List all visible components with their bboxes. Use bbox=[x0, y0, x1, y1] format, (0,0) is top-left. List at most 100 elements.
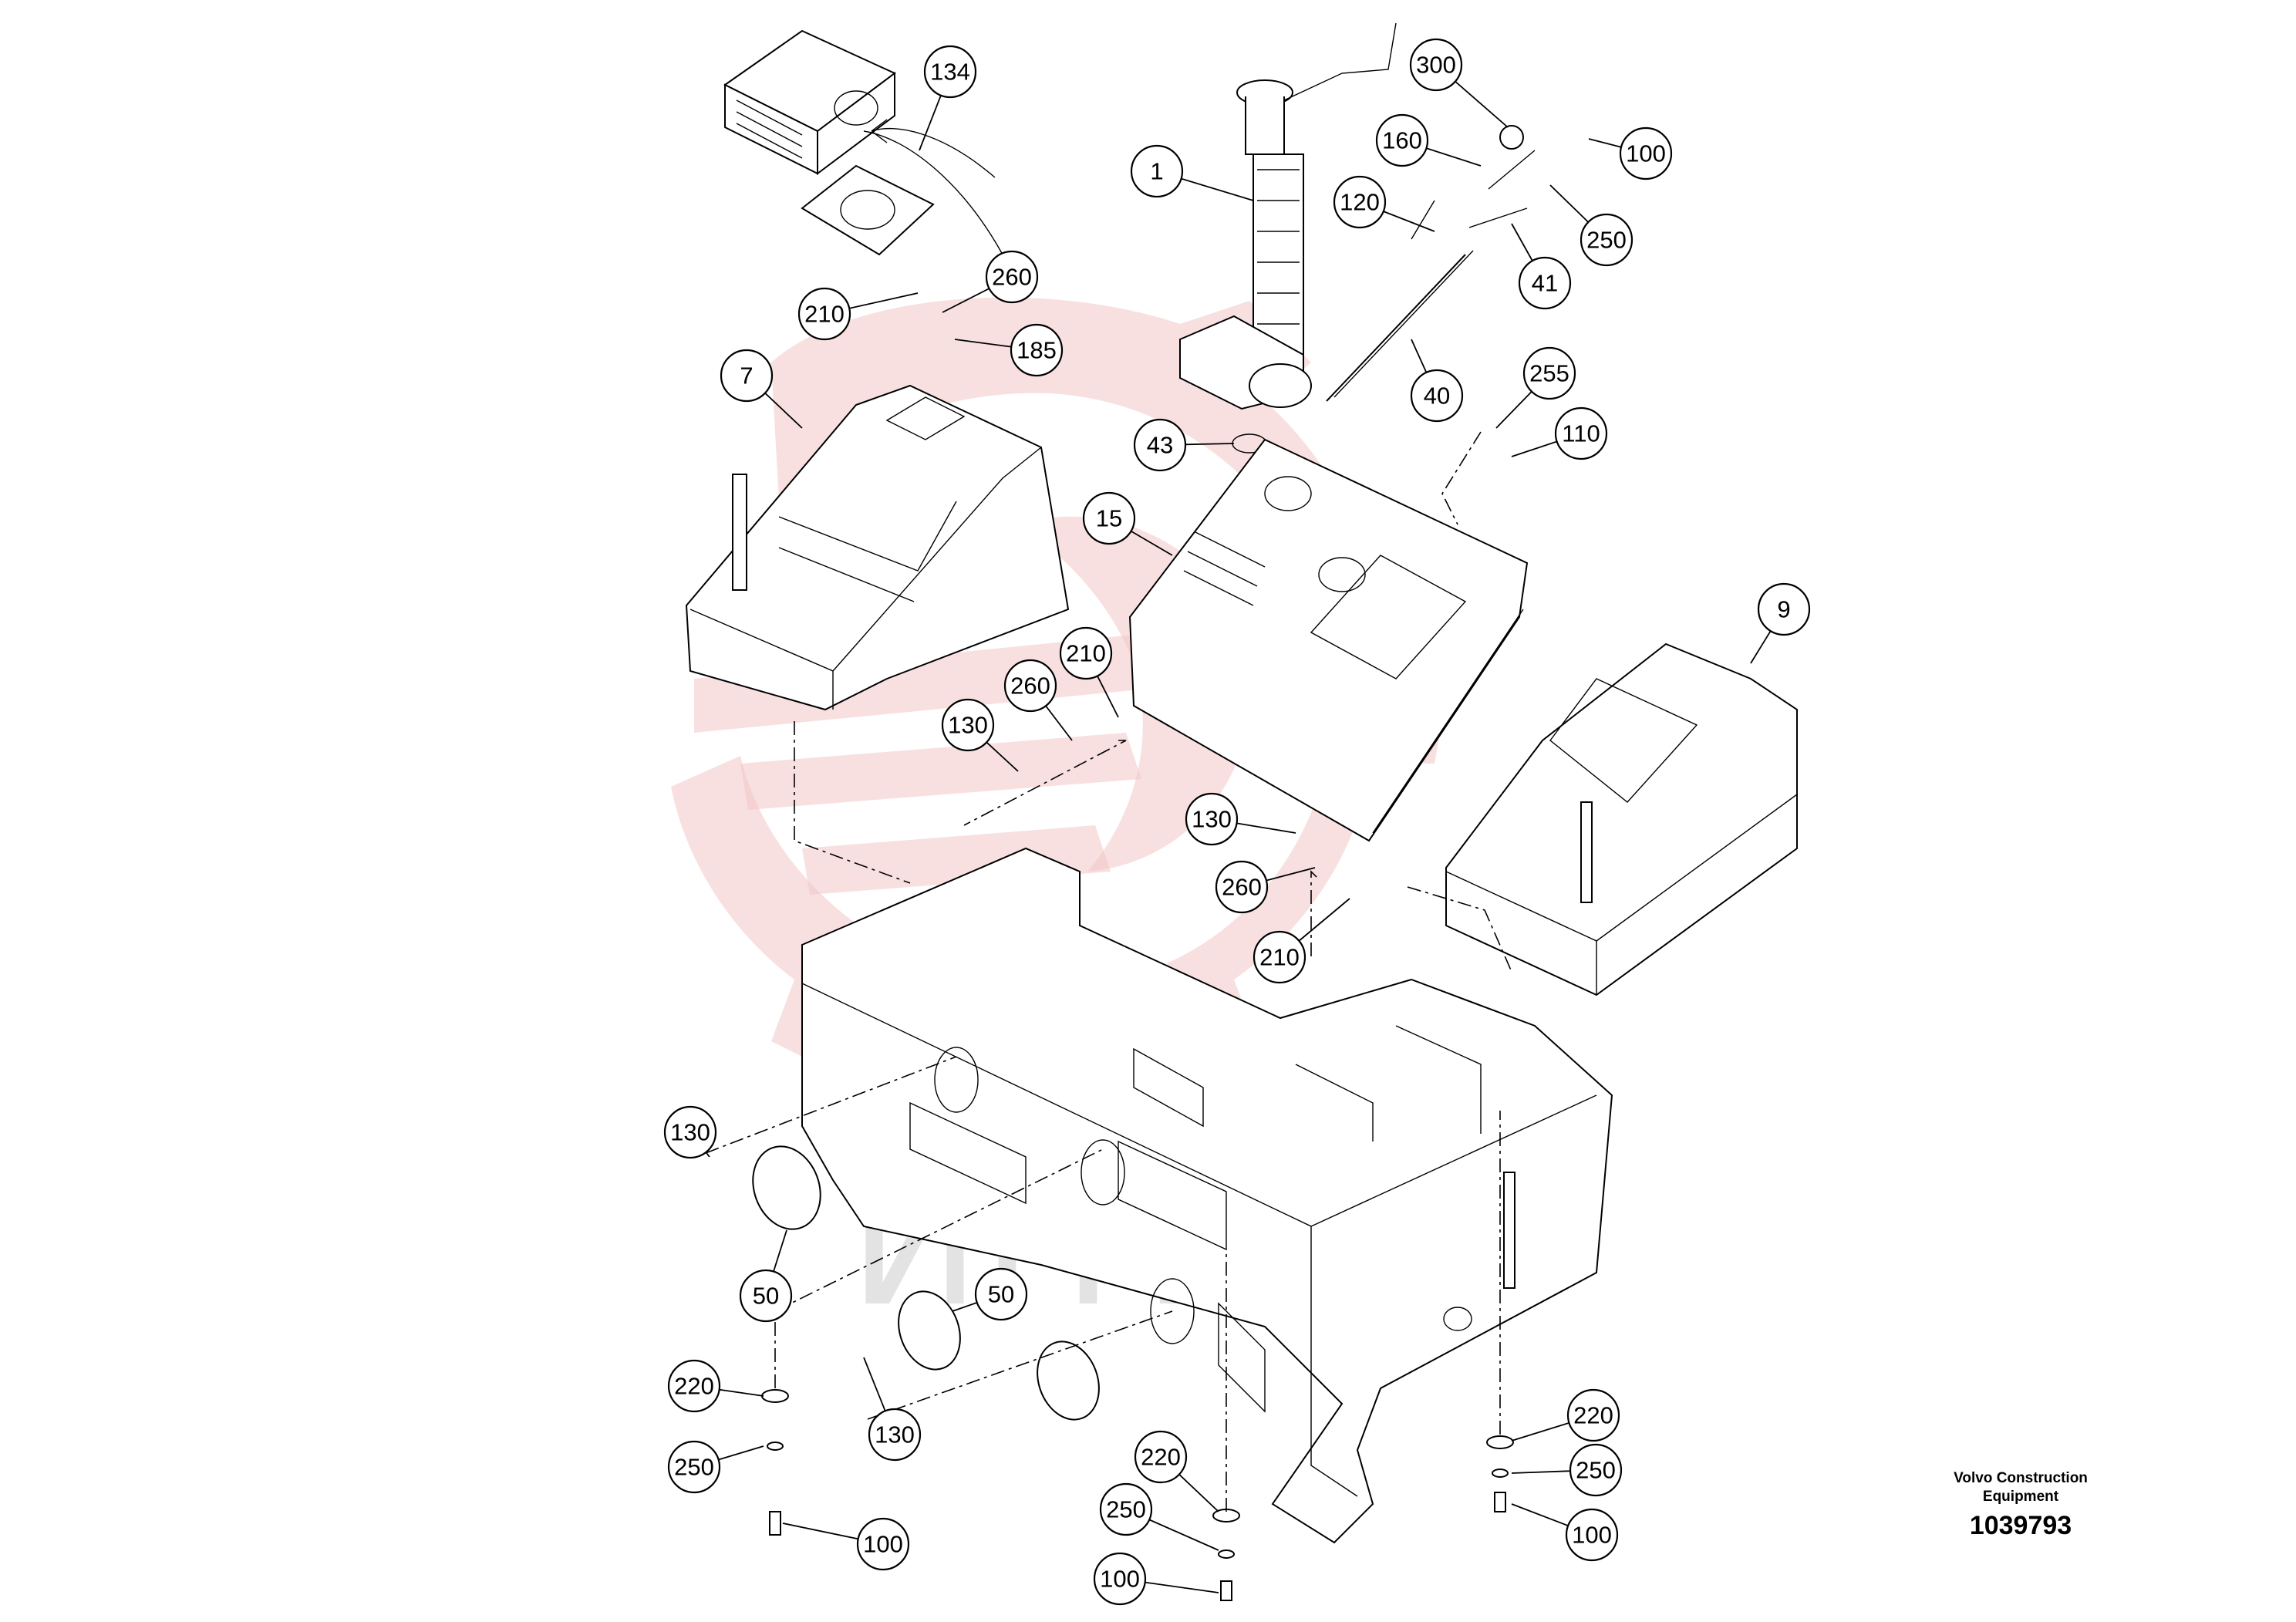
assembly-line bbox=[963, 740, 1127, 826]
callout-100: 100 bbox=[1093, 1552, 1219, 1606]
callout-41: 41 bbox=[1511, 223, 1572, 310]
assembly-line bbox=[774, 1148, 1104, 1388]
callout-balloon bbox=[868, 1408, 922, 1462]
callout-110: 110 bbox=[1511, 406, 1608, 460]
callout-label: 210 bbox=[804, 301, 845, 328]
callout-label: 300 bbox=[1416, 52, 1456, 79]
assembly-line bbox=[867, 1310, 1173, 1420]
callout-label: 100 bbox=[1100, 1566, 1140, 1593]
callout-balloon bbox=[856, 1517, 910, 1571]
callout-50: 50 bbox=[952, 1267, 1028, 1321]
callout-label: 250 bbox=[674, 1454, 714, 1481]
callout-balloon bbox=[1410, 369, 1464, 423]
main-frame bbox=[801, 847, 1613, 1544]
callout-balloon bbox=[1093, 1552, 1147, 1606]
assembly-line bbox=[794, 721, 911, 884]
callout-label: 120 bbox=[1340, 189, 1380, 216]
small-bolts bbox=[1411, 150, 1536, 240]
callout-balloon bbox=[1566, 1388, 1620, 1442]
callout-210: 210 bbox=[1059, 626, 1119, 718]
callout-label: 130 bbox=[1192, 806, 1232, 833]
callout-label: 160 bbox=[1382, 127, 1422, 154]
callout-balloon bbox=[1134, 1430, 1188, 1484]
callout-label: 43 bbox=[1147, 432, 1173, 459]
callout-300: 300 bbox=[1409, 38, 1509, 128]
callout-label: 41 bbox=[1532, 270, 1558, 297]
callout-label: 130 bbox=[875, 1421, 915, 1448]
callout-balloon bbox=[1580, 213, 1633, 267]
callout-label: 130 bbox=[670, 1119, 710, 1146]
title-block: Volvo Construction Equipment 1039793 bbox=[1905, 1469, 2136, 1541]
relocation-arrow bbox=[871, 119, 996, 178]
callout-label: 220 bbox=[1141, 1444, 1181, 1471]
callout-130: 130 bbox=[863, 1357, 922, 1462]
callout-260: 260 bbox=[1215, 860, 1316, 914]
callout-260: 260 bbox=[942, 250, 1039, 313]
right-enclosure bbox=[1445, 642, 1798, 996]
callout-label: 50 bbox=[988, 1281, 1014, 1308]
callout-label: 40 bbox=[1424, 383, 1450, 410]
callout-7: 7 bbox=[720, 349, 803, 429]
drawing-number: 1039793 bbox=[1969, 1511, 2072, 1540]
callout-43: 43 bbox=[1133, 418, 1235, 472]
callout-label: 255 bbox=[1529, 360, 1569, 387]
callout-balloon bbox=[1130, 144, 1184, 198]
callout-label: 185 bbox=[1017, 337, 1057, 364]
knob bbox=[1499, 125, 1524, 150]
callout-label: 250 bbox=[1106, 1496, 1146, 1523]
callout-balloon bbox=[663, 1105, 717, 1159]
callout-label: 210 bbox=[1259, 944, 1300, 971]
callout-balloon bbox=[739, 1269, 793, 1323]
callout-balloon bbox=[1522, 346, 1576, 400]
callout-label: 130 bbox=[948, 712, 988, 739]
assembly-line bbox=[705, 1056, 957, 1154]
callout-9: 9 bbox=[1750, 582, 1811, 664]
assembly-line bbox=[1407, 886, 1512, 973]
callout-100: 100 bbox=[782, 1517, 910, 1571]
callout-balloon bbox=[1375, 113, 1429, 167]
callout-220: 220 bbox=[1134, 1430, 1219, 1512]
callout-balloon bbox=[720, 349, 774, 403]
callout-label: 134 bbox=[930, 59, 970, 86]
callout-label: 1 bbox=[1150, 158, 1163, 185]
callout-balloon bbox=[667, 1359, 721, 1413]
air-cleaner-housing bbox=[723, 29, 896, 175]
callout-label: 100 bbox=[1572, 1522, 1612, 1549]
left-enclosure bbox=[685, 384, 1070, 711]
callout-120: 120 bbox=[1333, 175, 1435, 232]
callout-100: 100 bbox=[1588, 126, 1673, 180]
callout-1: 1 bbox=[1130, 144, 1254, 201]
callout-220: 220 bbox=[667, 1359, 764, 1413]
callout-balloon bbox=[941, 698, 995, 752]
callout-label: 220 bbox=[674, 1373, 714, 1400]
fastener-stack-right bbox=[1486, 1435, 1514, 1512]
callout-balloon bbox=[1409, 38, 1463, 92]
callout-balloon bbox=[1082, 491, 1136, 545]
callout-250: 250 bbox=[667, 1440, 764, 1494]
maker-name-line1: Volvo Construction bbox=[1954, 1470, 2088, 1486]
callout-balloon bbox=[1133, 418, 1187, 472]
callout-balloon bbox=[1518, 256, 1572, 310]
callout-130: 130 bbox=[941, 698, 1019, 772]
callout-100: 100 bbox=[1511, 1503, 1619, 1562]
callout-134: 134 bbox=[919, 45, 977, 151]
callout-130: 130 bbox=[1185, 792, 1296, 846]
callout-160: 160 bbox=[1375, 113, 1482, 167]
callout-balloon bbox=[1333, 175, 1387, 229]
callout-40: 40 bbox=[1410, 339, 1464, 423]
assembly-line bbox=[1441, 431, 1482, 525]
callout-255: 255 bbox=[1495, 346, 1576, 429]
callout-260: 260 bbox=[1003, 659, 1073, 741]
maker-name-line2: Equipment bbox=[1982, 1489, 2059, 1505]
callout-label: 250 bbox=[1576, 1457, 1616, 1484]
callout-185: 185 bbox=[954, 323, 1064, 377]
mounting-flange bbox=[801, 164, 935, 256]
callout-label: 250 bbox=[1586, 227, 1627, 254]
callout-label: 260 bbox=[992, 264, 1032, 291]
callout-label: 15 bbox=[1096, 505, 1122, 532]
callout-balloon bbox=[1569, 1443, 1623, 1497]
callout-label: 210 bbox=[1066, 640, 1106, 667]
callout-balloon bbox=[1099, 1482, 1153, 1536]
callout-label: 9 bbox=[1777, 596, 1790, 623]
callout-balloon bbox=[1565, 1508, 1619, 1562]
